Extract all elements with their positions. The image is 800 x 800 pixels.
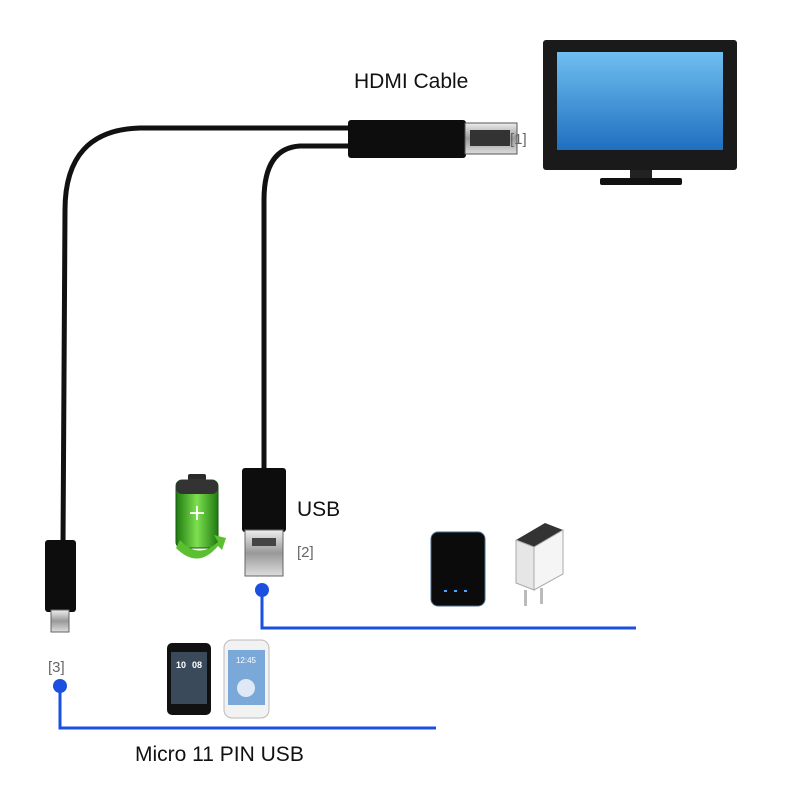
phone1-clock-hours: 10 <box>176 660 186 670</box>
hdmi-ref-label: [1] <box>510 131 527 148</box>
micro-usb-label: Micro 11 PIN USB <box>135 743 304 766</box>
micro-usb-plug <box>45 540 76 633</box>
monitor-icon <box>543 40 737 185</box>
usb-connector-line <box>255 583 636 630</box>
phone2-clock: 12:45 <box>236 656 257 665</box>
micro-connector-line <box>53 679 436 730</box>
hdmi-plug <box>348 120 518 158</box>
usb-ref-label: [2] <box>297 544 314 561</box>
micro-usb-cable <box>60 125 350 546</box>
phone-galaxy-icon: 12:45 <box>223 639 270 719</box>
hdmi-cable-label: HDMI Cable <box>354 70 468 93</box>
wall-charger-icon <box>515 523 564 606</box>
power-bank-icon <box>430 531 486 607</box>
phone1-clock-minutes: 08 <box>192 660 202 670</box>
phone-htc-icon: 10 08 <box>167 643 211 715</box>
micro-ref-label: [3] <box>48 659 65 676</box>
svg-text:+: + <box>188 501 206 526</box>
usb-cable <box>261 143 350 472</box>
usb-a-plug <box>242 468 286 577</box>
battery-charging-icon: + <box>175 474 226 559</box>
usb-label: USB <box>297 498 340 521</box>
